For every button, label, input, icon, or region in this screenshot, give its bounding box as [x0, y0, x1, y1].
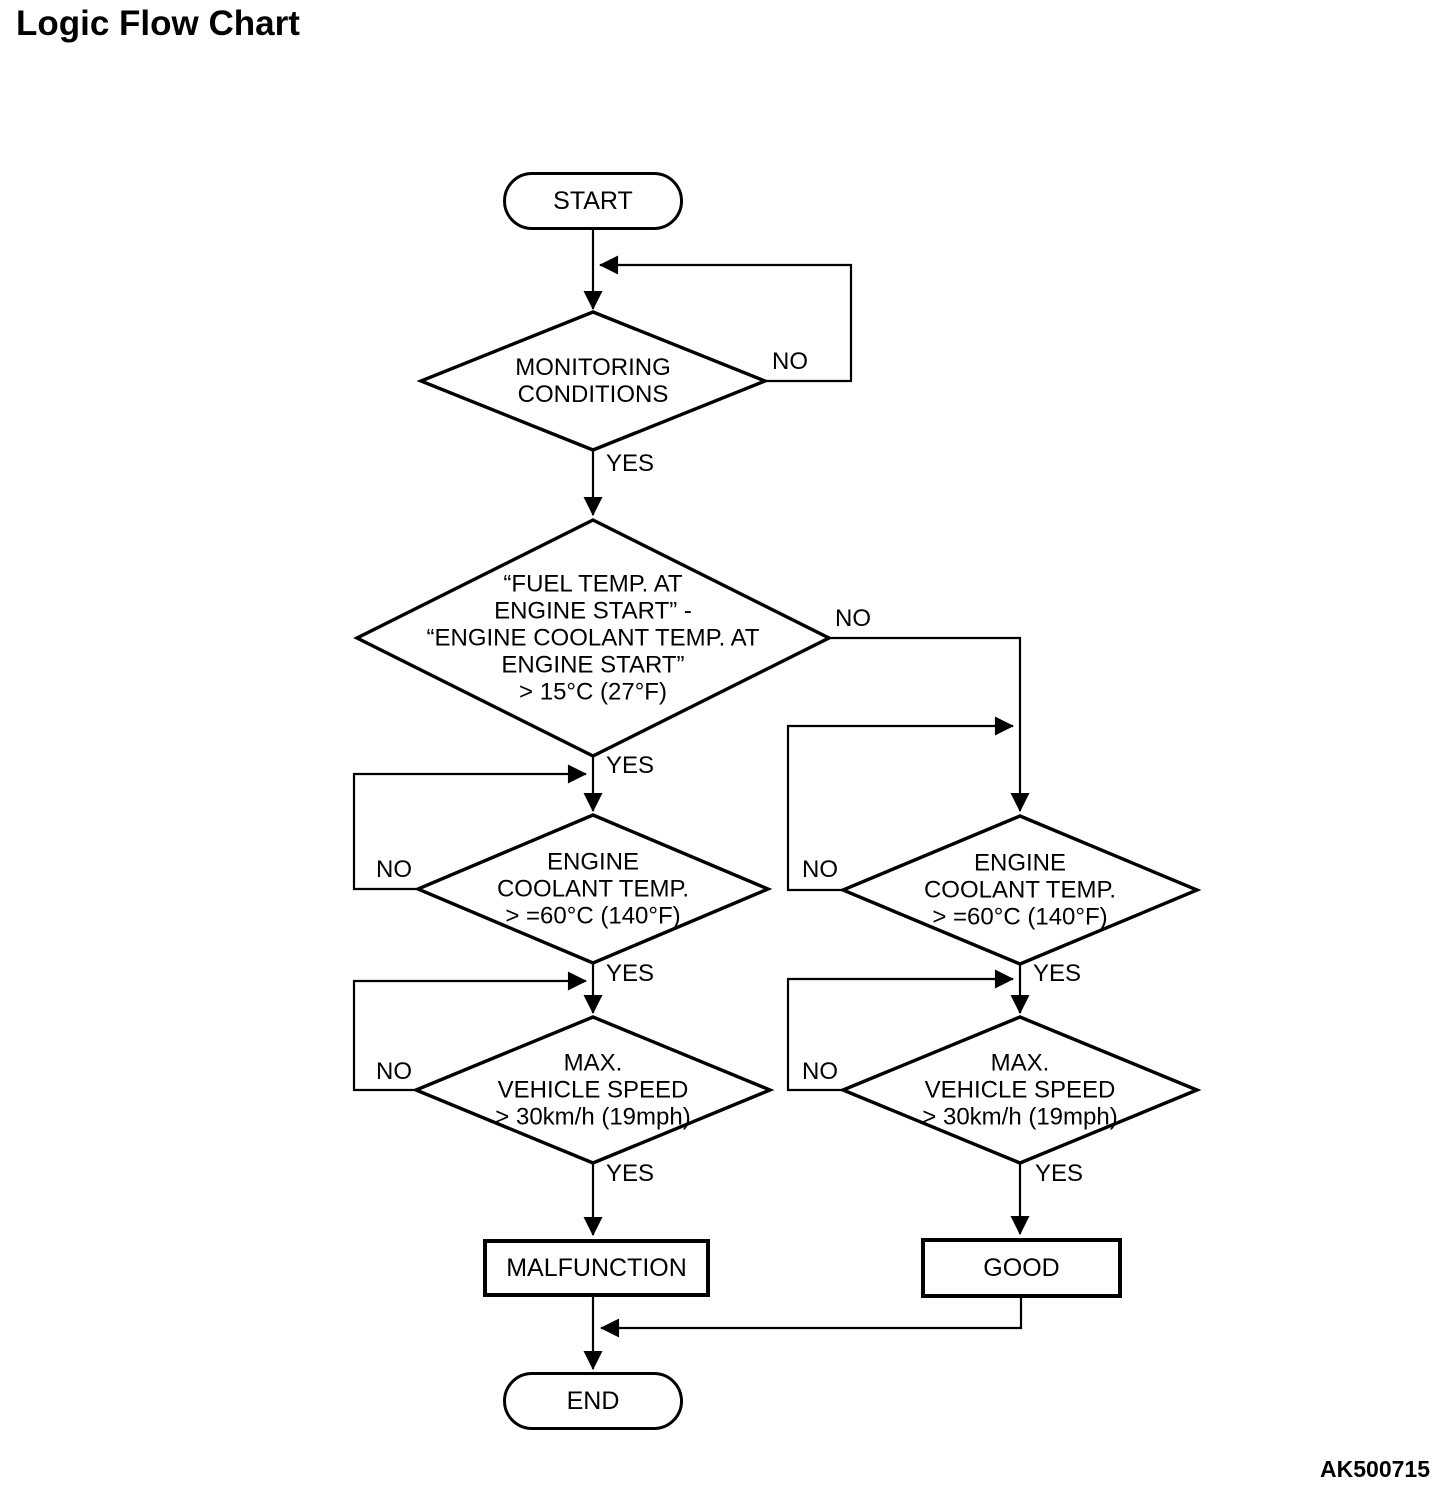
engine-coolant-temp-decision-left: [413, 813, 773, 965]
text-line: > =60°C (140°F): [505, 902, 681, 930]
text-line: MONITORING: [515, 354, 671, 381]
yes-label-fuel-temp: YES: [606, 752, 655, 779]
yes-label-coolant-left: YES: [606, 960, 655, 987]
monitoring-conditions-text: MONITORING CONDITIONS: [515, 354, 671, 408]
max-vehicle-speed-right-text: MAX. VEHICLE SPEED > 30km/h (19mph): [922, 1050, 1117, 1131]
connector-coolant-left-no-loop: [352, 764, 587, 891]
connector-monitoring-no-loop: [599, 255, 853, 383]
no-label-speed-right: NO: [802, 1058, 838, 1085]
text-line: ENGINE START” -: [494, 597, 692, 625]
text-line: ENGINE START”: [501, 651, 685, 679]
text-line: ENGINE: [973, 849, 1066, 877]
text-line: MAX.: [563, 1049, 623, 1077]
page-title: Logic Flow Chart: [16, 4, 300, 43]
text-line: > =60°C (140°F): [932, 903, 1108, 931]
max-vehicle-speed-decision-right: [838, 1015, 1202, 1165]
monitoring-conditions-decision: [416, 310, 770, 452]
text-line: COOLANT TEMP.: [923, 876, 1117, 904]
no-label-fuel-temp: NO: [835, 605, 871, 632]
good-label: GOOD: [983, 1253, 1060, 1282]
text-line: CONDITIONS: [517, 381, 669, 408]
fuel-temp-delta-text: “FUEL TEMP. AT ENGINE START” - “ENGINE C…: [427, 571, 760, 706]
text-line: > 30km/h (19mph): [922, 1103, 1118, 1131]
connector-speed-left-no-loop: [352, 971, 587, 1092]
text-line: ENGINE: [546, 848, 639, 876]
text-line: “FUEL TEMP. AT: [503, 570, 683, 598]
end-node: END: [503, 1372, 683, 1430]
connector-fueltemp-no-to-coolant-right: [829, 636, 1030, 812]
no-label-coolant-right: NO: [802, 856, 838, 883]
yes-label-speed-left: YES: [606, 1160, 655, 1187]
malfunction-label: MALFUNCTION: [506, 1253, 687, 1282]
engine-coolant-temp-left-text: ENGINE COOLANT TEMP. > =60°C (140°F): [497, 849, 689, 930]
malfunction-box: MALFUNCTION: [483, 1239, 710, 1297]
yes-label-coolant-right: YES: [1033, 960, 1082, 987]
fuel-temp-delta-decision: [353, 518, 833, 758]
no-label-coolant-left: NO: [376, 856, 412, 883]
text-line: VEHICLE SPEED: [497, 1076, 689, 1104]
text-line: “ENGINE COOLANT TEMP. AT: [426, 624, 760, 652]
no-label-monitoring: NO: [772, 348, 808, 375]
text-line: > 30km/h (19mph): [495, 1103, 691, 1131]
yes-label-speed-right: YES: [1035, 1160, 1084, 1187]
figure-code: AK500715: [1320, 1456, 1430, 1482]
text-line: MAX.: [990, 1049, 1050, 1077]
text-line: > 15°C (27°F): [519, 678, 667, 706]
good-box: GOOD: [921, 1238, 1122, 1298]
engine-coolant-temp-decision-right: [838, 814, 1202, 966]
start-node: START: [503, 172, 683, 230]
text-line: COOLANT TEMP.: [496, 875, 690, 903]
max-vehicle-speed-decision-left: [411, 1015, 775, 1165]
connector-coolant-right-no-loop: [786, 716, 1014, 892]
yes-label-monitoring: YES: [606, 450, 655, 477]
start-node-label: START: [553, 186, 633, 215]
connector-good-to-end-merge: [600, 1298, 1023, 1338]
end-node-label: END: [566, 1386, 620, 1415]
max-vehicle-speed-left-text: MAX. VEHICLE SPEED > 30km/h (19mph): [495, 1050, 690, 1131]
engine-coolant-temp-right-text: ENGINE COOLANT TEMP. > =60°C (140°F): [924, 850, 1116, 931]
text-line: VEHICLE SPEED: [924, 1076, 1116, 1104]
no-label-speed-left: NO: [376, 1058, 412, 1085]
connector-speed-right-no-loop: [786, 969, 1014, 1092]
